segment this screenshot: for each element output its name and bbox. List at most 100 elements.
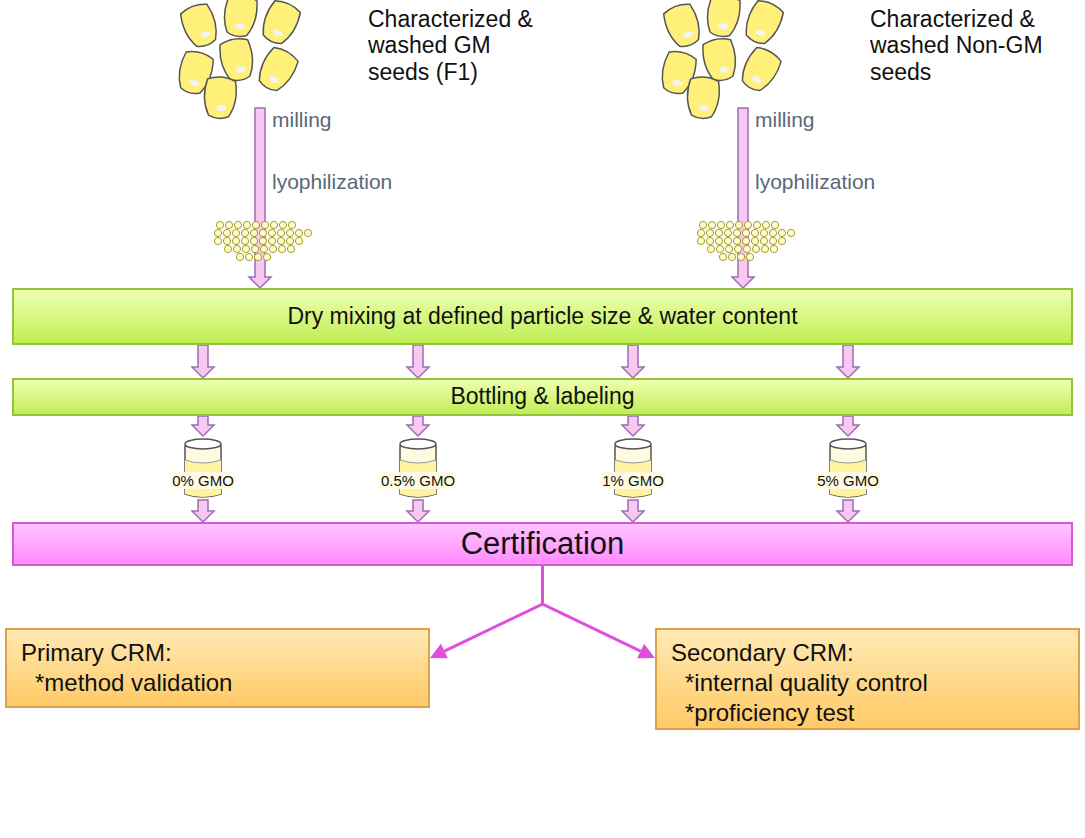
powder-grain [243, 221, 250, 228]
bottle-label: 5% GMO [816, 472, 880, 489]
powder-grain [214, 229, 221, 236]
bottle-outline [583, 436, 683, 500]
powder-grain [224, 245, 231, 252]
flow-arrow [407, 416, 429, 436]
seed-kernel [253, 44, 301, 96]
step-label: lyophilization [272, 170, 392, 194]
flow-arrow [837, 416, 859, 436]
powder-grain [787, 229, 794, 236]
bottle-label-wrap: 1% GMO [583, 472, 683, 489]
bottle-outline [798, 436, 898, 500]
seed-kernel [218, 37, 256, 83]
bottle-label-wrap: 0.5% GMO [368, 472, 468, 489]
powder-grain [295, 237, 302, 244]
powder-grain [735, 221, 742, 228]
powder-grain [223, 237, 230, 244]
flow-arrow [407, 500, 429, 522]
powder-grain [697, 229, 704, 236]
powder-grain [770, 245, 777, 252]
seed-kernel [736, 44, 784, 96]
powder-grain [225, 221, 232, 228]
flow-arrow [622, 345, 644, 378]
powder-grain [734, 245, 741, 252]
box-heading: Bottling & labeling [450, 383, 634, 411]
box-heading: Certification [461, 526, 625, 562]
powder-grain [241, 237, 248, 244]
powder-grain [715, 229, 722, 236]
powder-grain [751, 237, 758, 244]
powder-grain [295, 229, 302, 236]
powder-grain [304, 229, 311, 236]
powder-grain [733, 229, 740, 236]
powder-grain [728, 253, 735, 260]
step-label: milling [755, 108, 815, 132]
flow-arrow [249, 108, 271, 288]
powder-grain [737, 253, 744, 260]
powder-grain [751, 229, 758, 236]
powder-grain [251, 245, 258, 252]
seed-group: Characterized & washed GM seeds (F1) [150, 0, 530, 108]
sample-bottle: 0.5% GMO [368, 436, 468, 500]
powder-grain [279, 221, 286, 228]
powder-grain [269, 245, 276, 252]
powder-grain [725, 245, 732, 252]
powder-grain [268, 229, 275, 236]
seed-kernel [704, 0, 742, 39]
bottle-label-wrap: 5% GMO [798, 472, 898, 489]
powder-grain [268, 237, 275, 244]
box-line: *internal quality control [671, 668, 1064, 698]
split-arrow [543, 566, 656, 658]
flow-arrow [837, 345, 859, 378]
powder-grain [762, 221, 769, 228]
powder-grain [733, 237, 740, 244]
powder-grain [270, 221, 277, 228]
powder-grain [259, 237, 266, 244]
powder-grain [286, 237, 293, 244]
flow-arrow [837, 500, 859, 522]
powder-grain [214, 237, 221, 244]
powder-grain [236, 253, 243, 260]
powder-grain [252, 221, 259, 228]
powder-grain [245, 253, 252, 260]
powder-grain [260, 245, 267, 252]
powder-grain [707, 245, 714, 252]
powder-grain [724, 237, 731, 244]
powder-grain [706, 237, 713, 244]
powder-grain [742, 229, 749, 236]
box-heading: Primary CRM: [21, 638, 414, 668]
seed-kernel [685, 76, 720, 120]
powder-grain [286, 229, 293, 236]
powder-grain [233, 245, 240, 252]
seed-label: Characterized & washed Non-GM seeds [870, 6, 1075, 85]
powder-grain [715, 237, 722, 244]
powder-grain [277, 237, 284, 244]
powder-grain [778, 237, 785, 244]
powder-grain [697, 237, 704, 244]
powder-grain [726, 221, 733, 228]
flow-arrow [622, 500, 644, 522]
split-arrow [430, 566, 543, 658]
bottle-label: 1% GMO [601, 472, 665, 489]
powder-grain [769, 229, 776, 236]
sample-bottle: 0% GMO [153, 436, 253, 500]
seed-group: Characterized & washed Non-GM seeds [630, 0, 1080, 108]
step-label: lyophilization [755, 170, 875, 194]
powder-grain [699, 221, 706, 228]
powder-grain [234, 221, 241, 228]
seed-kernel [202, 76, 237, 120]
powder-grain [288, 221, 295, 228]
flow-arrow [622, 416, 644, 436]
powder-grain [259, 229, 266, 236]
powder-grain [716, 245, 723, 252]
seed-label: Characterized & washed GM seeds (F1) [368, 6, 533, 85]
flow-arrow [192, 416, 214, 436]
process-band: Bottling & labeling [12, 378, 1073, 416]
powder-grain [278, 245, 285, 252]
powder-grain [232, 237, 239, 244]
flow-arrow [192, 345, 214, 378]
certification-band: Certification [12, 522, 1073, 566]
powder-grain [223, 229, 230, 236]
powder-grain [744, 221, 751, 228]
box-line: *proficiency test [671, 698, 1064, 728]
powder-grain [254, 253, 261, 260]
